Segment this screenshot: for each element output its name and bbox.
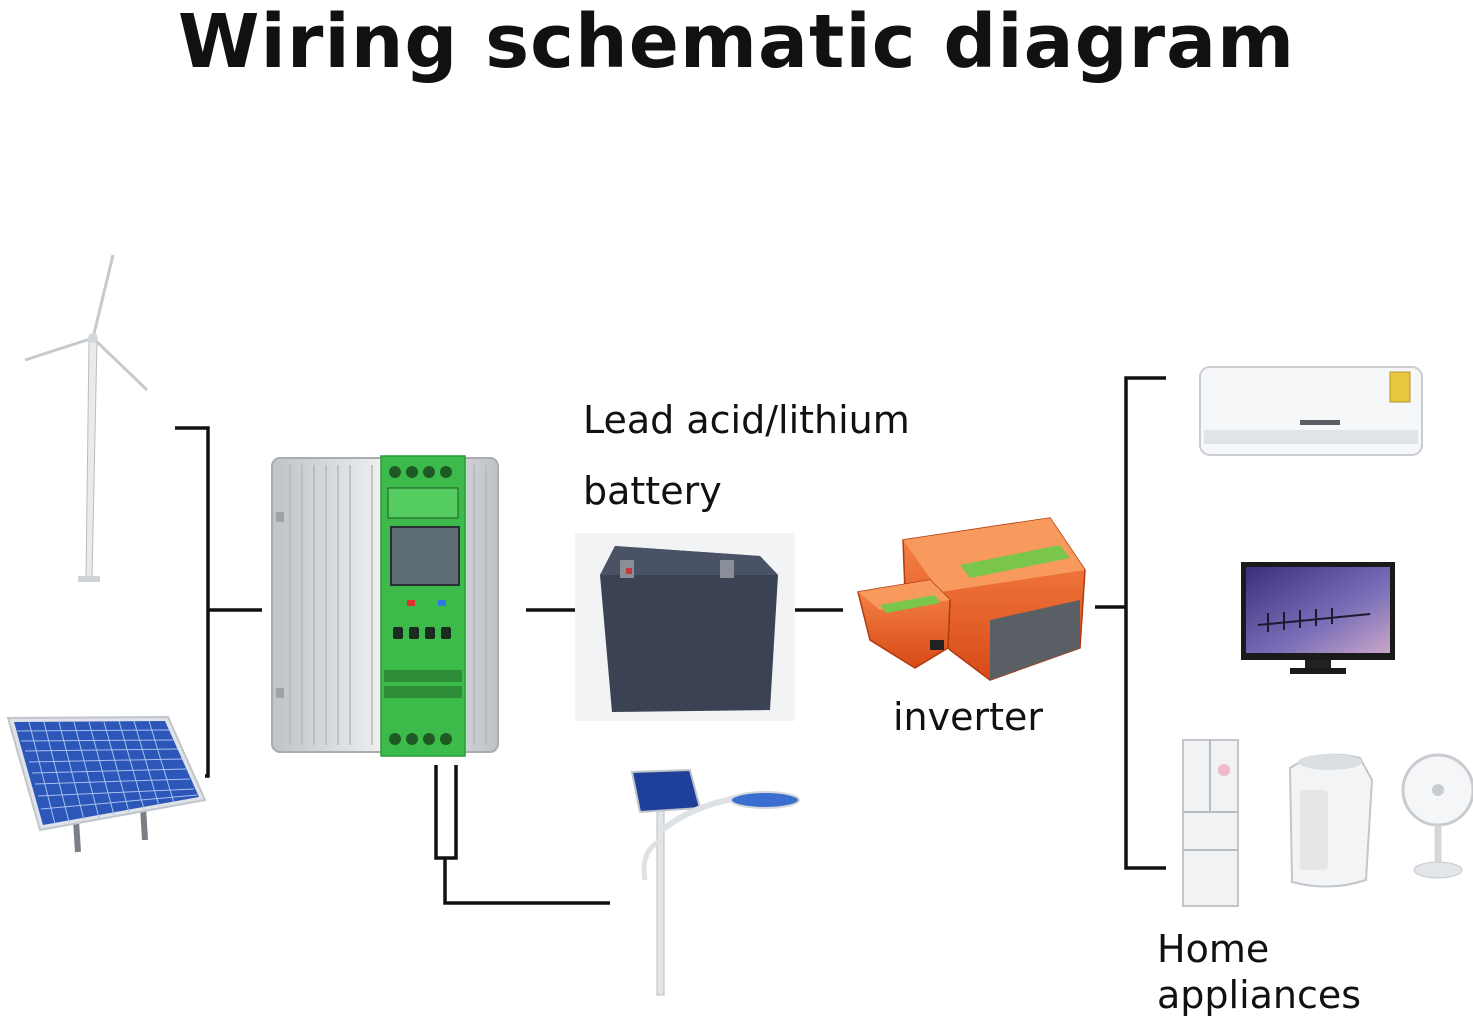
- inverter-label: inverter: [893, 695, 1044, 739]
- television-icon: [1241, 562, 1395, 674]
- street-light-icon: [630, 768, 800, 996]
- desk-fan-icon: [1401, 753, 1473, 879]
- battery-label-line1: Lead acid/lithium: [583, 398, 910, 442]
- wire-appliance-bus: [1124, 376, 1166, 870]
- air-conditioner-icon: [1199, 366, 1423, 456]
- charge-controller-icon: [271, 455, 499, 757]
- wire-load-out-a: [434, 765, 458, 860]
- water-dispenser-icon: [1288, 753, 1374, 888]
- wire-turbine: [175, 426, 210, 778]
- solar-panel-icon: [6, 715, 207, 853]
- appliances-label: Home appliances: [1157, 927, 1362, 1017]
- battery-label-line2: battery: [583, 469, 722, 513]
- page-title: Wiring schematic diagram: [177, 0, 1296, 85]
- refrigerator-icon: [1182, 739, 1239, 907]
- wiring: [175, 376, 1166, 905]
- inverter-icon: [857, 517, 1086, 681]
- wind-turbine-icon: [24, 254, 149, 582]
- battery-icon: [575, 533, 795, 721]
- wire-load-out-b: [443, 858, 610, 905]
